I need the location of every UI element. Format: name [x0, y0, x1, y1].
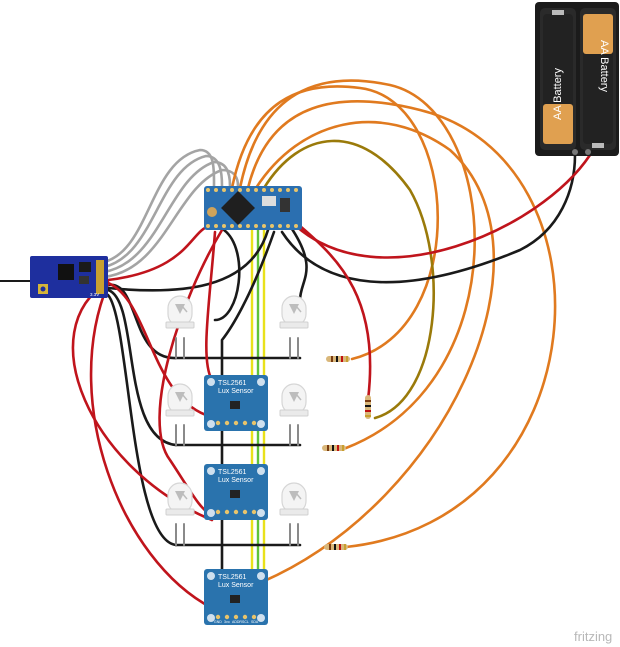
battery-label-right: AA Battery	[598, 40, 610, 92]
resistor-2	[365, 395, 371, 419]
black-wire-bundle	[106, 153, 577, 602]
lux-sensor-2-model: TSL2561	[218, 469, 247, 476]
pin-label-3vo: 3vo	[224, 620, 230, 624]
lux-sensor-pin-labels: GND 3vo ADDR SCL SDA	[214, 620, 259, 624]
pin-label-scl: SCL	[242, 620, 249, 624]
lux-sensor-2: TSL2561 Lux Sensor	[204, 464, 268, 520]
resistor-3	[322, 445, 346, 451]
lux-sensor-2-name: Lux Sensor	[218, 477, 254, 484]
radio-module: 3.3V	[0, 256, 108, 298]
lux-sensor-1: TSL2561 Lux Sensor	[204, 375, 268, 431]
led-4	[279, 383, 309, 417]
led-6	[279, 482, 309, 516]
lux-sensor-1-name: Lux Sensor	[218, 388, 254, 395]
lux-sensor-3-name: Lux Sensor	[218, 582, 254, 589]
pin-label-sda: SDA	[251, 620, 259, 624]
red-wire-bundle	[71, 153, 592, 610]
pin-label-addr: ADDR	[232, 620, 242, 624]
led-1	[165, 295, 195, 329]
lux-sensor-3-model: TSL2561	[218, 574, 247, 581]
microcontroller-board	[204, 186, 302, 230]
battery-pack: AA Battery AA Battery	[535, 2, 619, 156]
orange-wire-bundle	[230, 79, 557, 584]
resistor-1	[326, 356, 350, 362]
led-2	[279, 295, 309, 329]
gray-wire-bundle	[102, 148, 240, 279]
radio-module-pin-label: 3.3V	[90, 292, 99, 297]
battery-label-left: AA Battery	[552, 68, 564, 120]
fritzing-watermark: fritzing	[574, 629, 612, 644]
lux-sensor-3: TSL2561 Lux Sensor GND 3vo ADDR SCL SDA	[204, 569, 268, 625]
led-5	[165, 482, 195, 516]
resistor-4	[324, 544, 348, 550]
led-3	[165, 383, 195, 417]
lux-sensor-1-model: TSL2561	[218, 380, 247, 387]
olive-wire	[262, 139, 435, 420]
led-leg-wires	[175, 337, 299, 546]
pin-label-gnd: GND	[214, 620, 222, 624]
